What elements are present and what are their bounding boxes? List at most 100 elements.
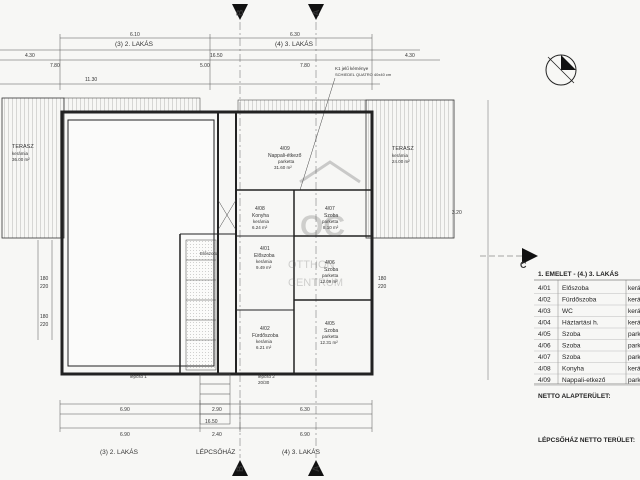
room-code: 4/06 xyxy=(325,260,335,266)
room-name: Konyha xyxy=(252,213,269,219)
room-4-05: 4/05 Szoba parketta 12.31 m² xyxy=(320,321,339,345)
section-marker-c: C xyxy=(480,248,538,270)
legend-code: 4/09 xyxy=(538,377,551,384)
legend-code: 4/06 xyxy=(538,343,551,350)
terrace-area: 36.00 m² xyxy=(12,157,30,162)
dim-value: 16.50 xyxy=(210,53,223,59)
room-code: 4/01 xyxy=(260,246,270,252)
svg-text:OC: OC xyxy=(300,210,345,243)
room-code: 4/05 xyxy=(325,321,335,327)
chimney-note: K1 jelű kéménye xyxy=(335,66,369,71)
legend-name: Szoba xyxy=(562,354,581,361)
marker-a-label: A xyxy=(311,9,321,16)
side-dim: 220 xyxy=(40,284,49,290)
section-marker-a-top: A xyxy=(308,4,324,20)
room-code: 4/08 xyxy=(255,206,265,212)
legend-code: 4/01 xyxy=(538,285,551,292)
legend-mat: parke xyxy=(628,377,640,384)
dim-value: 11.30 xyxy=(85,77,97,83)
side-dimensions-left xyxy=(37,240,53,340)
legend-name: Szoba xyxy=(562,331,581,338)
room-name: Előszoba xyxy=(254,253,275,259)
dim-value: 6.10 xyxy=(130,32,140,38)
legend-stair-netto-label: LÉPCSŐHÁZ NETTO TERÜLET: xyxy=(538,435,635,444)
room-code: 4/09 xyxy=(280,146,290,152)
side-dim: 3.20 xyxy=(452,210,462,216)
staircase xyxy=(185,199,237,425)
room-name: Fürdőszoba xyxy=(252,333,279,339)
terrace-left xyxy=(1,97,201,239)
room-name: Szoba xyxy=(324,328,338,334)
dim-value: 7.80 xyxy=(300,63,310,69)
dimensions-bottom xyxy=(59,400,373,432)
legend-mat: kerá xyxy=(628,285,640,292)
legend-name: Fürdőszoba xyxy=(562,297,597,304)
room-4-01: 4/01 Előszoba kerámia 9.49 m² xyxy=(254,246,275,270)
room-area: 6.24 m² xyxy=(252,225,268,230)
dim-label-lakas3-bottom: (4) 3. LAKÁS xyxy=(282,447,321,456)
dim-value: 2.40 xyxy=(212,432,222,438)
chimney-note-sub: SCHIEDEL QUATRO 40x40 cm xyxy=(335,72,392,77)
legend-row: 4/02 Fürdőszoba kerá xyxy=(534,297,640,306)
north-arrow-icon xyxy=(545,54,577,86)
dim-value: 2.90 xyxy=(212,407,222,413)
room-area: 31.60 m² xyxy=(274,165,292,170)
dim-label-lakas2-top: (3) 2. LAKÁS xyxy=(115,39,154,48)
dim-value: 16.50 xyxy=(205,419,218,425)
dimensions-top xyxy=(0,34,440,90)
terrace-area: 24.00 m² xyxy=(392,159,410,164)
side-dim: 180 xyxy=(40,276,49,282)
legend-name: Konyha xyxy=(562,366,584,373)
dim-value: 6.90 xyxy=(120,432,130,438)
legend-mat: kerá xyxy=(628,297,640,304)
dim-value: 4.30 xyxy=(405,53,415,59)
terrace-right xyxy=(237,99,455,239)
legend-mat: kerá xyxy=(628,366,640,373)
dim-value: 6.30 xyxy=(290,32,300,38)
section-marker-b-top: B xyxy=(232,4,248,20)
stair-lobby-label: Előszoba xyxy=(200,251,219,256)
dim-value: 4.30 xyxy=(25,53,35,59)
legend-mat: parke xyxy=(628,343,640,350)
dim-label-lakas2-bottom: (3) 2. LAKÁS xyxy=(100,447,139,456)
room-material: parketta xyxy=(322,273,339,278)
room-material: parketta xyxy=(278,159,295,164)
side-dim: 180 xyxy=(378,276,387,282)
terrace-material: kerámia xyxy=(392,153,409,158)
room-4-02: 4/02 Fürdőszoba kerámia 6.21 m² xyxy=(252,326,279,350)
svg-text:OTTHON: OTTHON xyxy=(288,259,334,271)
room-material: kerámia xyxy=(256,339,273,344)
room-area: 12.09 m² xyxy=(320,279,338,284)
watermark-logo: OC OTTHON CENTRUM xyxy=(288,160,361,289)
legend-row: 4/06 Szoba parke xyxy=(534,343,640,352)
room-area: 9.49 m² xyxy=(256,265,272,270)
room-material: parketta xyxy=(322,219,339,224)
legend-name: Szoba xyxy=(562,343,581,350)
room-legend-table: 1. EMELET - (4.) 3. LAKÁS xyxy=(534,269,640,385)
dim-value: 7.80 xyxy=(50,63,60,69)
room-4-09: 4/09 Nappali-étkező parketta 31.60 m² xyxy=(268,146,302,170)
legend-name: WC xyxy=(562,308,573,315)
section-marker-b-bottom: B xyxy=(232,460,248,476)
room-name: Nappali-étkező xyxy=(268,153,302,159)
marker-c-label: C xyxy=(520,260,527,270)
legend-code: 4/07 xyxy=(538,354,551,361)
section-marker-a-bottom: A xyxy=(308,460,324,476)
room-name: Szoba xyxy=(324,267,338,273)
dim-value: 5.00 xyxy=(200,63,210,69)
legend-code: 4/04 xyxy=(538,320,551,327)
marker-a-label-bottom: A xyxy=(311,465,321,472)
side-dim: 220 xyxy=(40,322,49,328)
room-4-06: 4/06 Szoba parketta 12.09 m² xyxy=(320,260,339,284)
side-dim: 220 xyxy=(378,284,387,290)
room-area: 12.31 m² xyxy=(320,340,338,345)
legend-code: 4/02 xyxy=(538,297,551,304)
room-area: 6.21 m² xyxy=(256,345,272,350)
stair-label: lépcső 2 xyxy=(258,374,275,379)
terrace-label: TERASZ xyxy=(12,144,34,150)
